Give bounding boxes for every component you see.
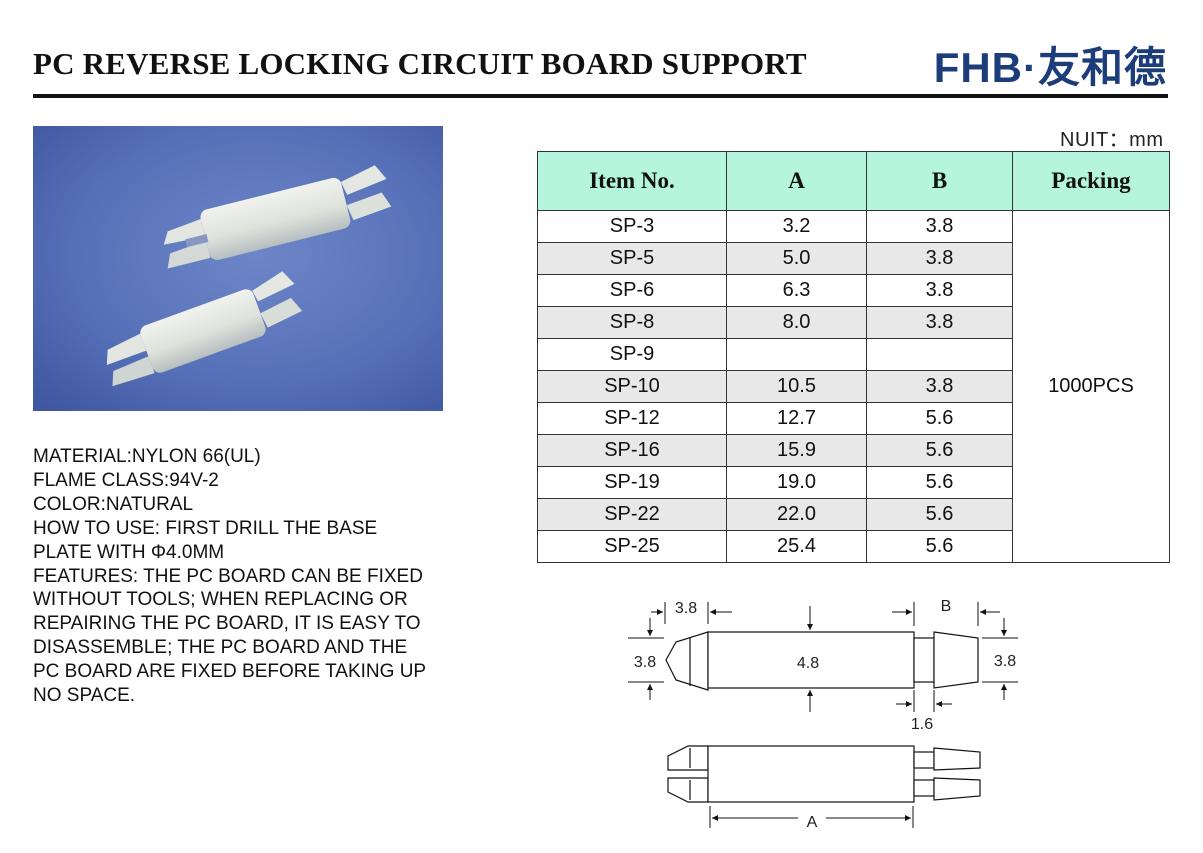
header-item-no: Item No.	[537, 151, 727, 211]
dimension-table: Item No. A B Packing SP-3 3.2 3.8 1000PC…	[537, 151, 1170, 563]
dim-label-gap: 1.6	[911, 716, 933, 733]
spec-line: PC BOARD ARE FIXED BEFORE TAKING UP	[33, 661, 427, 683]
spec-line: MATERIAL:NYLON 66(UL)	[33, 446, 261, 467]
cell-item: SP-3	[537, 210, 727, 243]
specification-text: MATERIAL:NYLON 66(UL) FLAME CLASS:94V-2 …	[33, 445, 473, 708]
cell-item: SP-9	[537, 338, 727, 371]
title-divider	[33, 94, 1168, 98]
spec-line: WITHOUT TOOLS; WHEN REPLACING OR	[33, 589, 408, 611]
cell-a: 12.7	[726, 402, 867, 435]
cell-a: 8.0	[726, 306, 867, 339]
table-row: SP-25 25.4 5.6	[537, 530, 1170, 563]
spec-line: REPAIRING THE PC BOARD, IT IS EASY TO	[33, 613, 421, 635]
header-a: A	[726, 151, 867, 211]
table-row: SP-10 10.5 3.8	[537, 370, 1170, 403]
product-photo	[33, 126, 443, 411]
spec-line: NO SPACE.	[33, 685, 136, 707]
cell-packing: 1000PCS	[1012, 210, 1170, 563]
cell-item: SP-6	[537, 274, 727, 307]
table-row: SP-5 5.0 3.8	[537, 242, 1170, 275]
cell-b: 3.8	[866, 370, 1013, 403]
header-packing: Packing	[1012, 151, 1170, 211]
dim-label-b: B	[941, 598, 952, 615]
cell-b: 3.8	[866, 306, 1013, 339]
cell-b	[866, 338, 1013, 371]
table-row: SP-16 15.9 5.6	[537, 434, 1170, 467]
cell-a: 25.4	[726, 530, 867, 563]
cell-b: 5.6	[866, 402, 1013, 435]
table-row: SP-3 3.2 3.8 1000PCS	[537, 210, 1170, 563]
spec-line: FEATURES: THE PC BOARD CAN BE FIXED	[33, 565, 423, 587]
cell-a: 6.3	[726, 274, 867, 307]
cell-item: SP-10	[537, 370, 727, 403]
cell-item: SP-5	[537, 242, 727, 275]
cell-a: 10.5	[726, 370, 867, 403]
cell-b: 5.6	[866, 530, 1013, 563]
spec-line: HOW TO USE: FIRST DRILL THE BASE	[33, 517, 378, 539]
cell-a: 5.0	[726, 242, 867, 275]
cell-b: 5.6	[866, 434, 1013, 467]
cell-b: 5.6	[866, 466, 1013, 499]
cell-b: 3.8	[866, 242, 1013, 275]
technical-drawing: 3.8 B 3.8 4.8 3.8 1.6 A	[620, 590, 1040, 840]
spec-line: FLAME CLASS:94V-2	[33, 469, 219, 491]
cell-a	[726, 338, 867, 371]
dim-label-top-left: 3.8	[675, 600, 697, 617]
table-row: SP-22 22.0 5.6	[537, 498, 1170, 531]
spec-line: DISASSEMBLE; THE PC BOARD AND THE	[33, 637, 408, 659]
dim-label-right: 3.8	[994, 653, 1016, 670]
cell-a: 22.0	[726, 498, 867, 531]
cell-b: 3.8	[866, 274, 1013, 307]
cell-b: 5.6	[866, 498, 1013, 531]
cell-item: SP-8	[537, 306, 727, 339]
spec-line: PLATE WITH Φ4.0MM	[33, 541, 225, 563]
dim-label-left: 3.8	[634, 654, 656, 671]
table-row: SP-6 6.3 3.8	[537, 274, 1170, 307]
unit-label: NUIT：mm	[1060, 129, 1164, 151]
cell-b: 3.8	[866, 210, 1013, 243]
cell-a: 15.9	[726, 434, 867, 467]
brand-logo: FHB·友和德	[933, 44, 1167, 91]
cell-item: SP-16	[537, 434, 727, 467]
cell-item: SP-25	[537, 530, 727, 563]
dim-label-body: 4.8	[797, 655, 819, 672]
cell-a: 3.2	[726, 210, 867, 243]
cell-item: SP-22	[537, 498, 727, 531]
cell-item: SP-19	[537, 466, 727, 499]
dim-label-a: A	[807, 814, 818, 831]
spec-line: COLOR:NATURAL	[33, 493, 194, 515]
cell-item: SP-12	[537, 402, 727, 435]
header-b: B	[866, 151, 1013, 211]
cell-a: 19.0	[726, 466, 867, 499]
page-title: PC REVERSE LOCKING CIRCUIT BOARD SUPPORT	[33, 46, 807, 81]
